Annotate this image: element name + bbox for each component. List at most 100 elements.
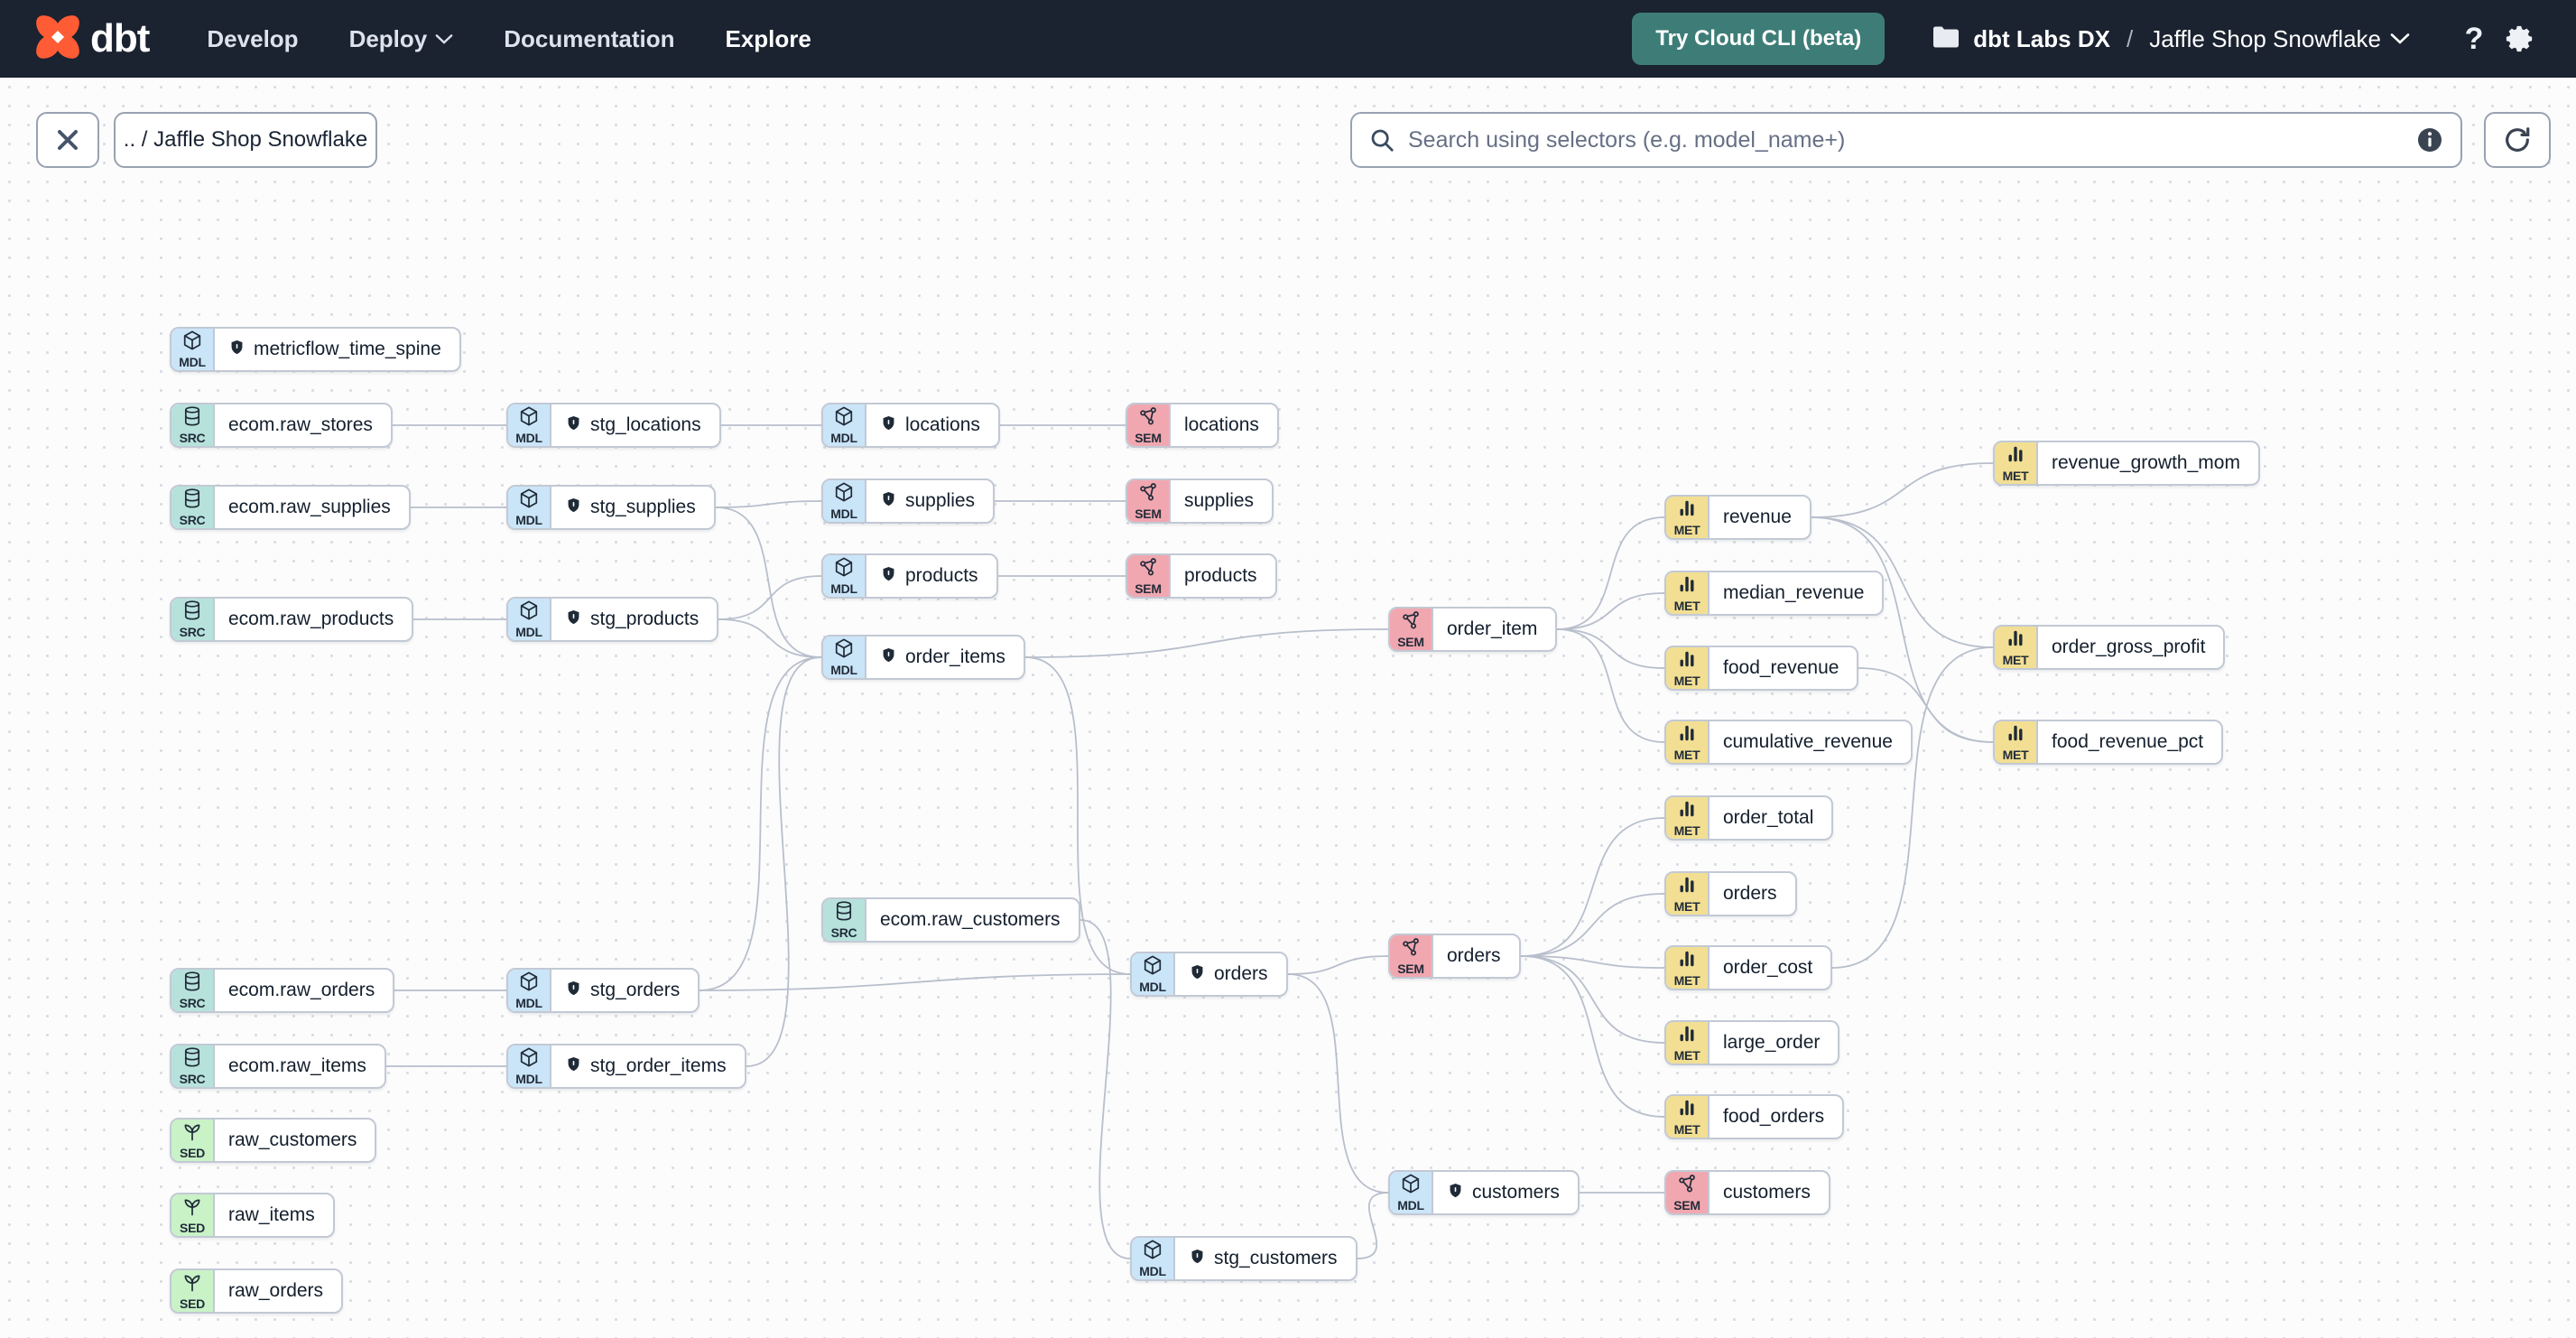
cube-icon xyxy=(518,971,540,997)
node-type-label: MDL xyxy=(1397,1198,1424,1213)
cube-icon xyxy=(518,488,540,514)
node-label: ecom.raw_stores xyxy=(228,414,373,435)
dbt-logo[interactable]: dbt xyxy=(34,14,150,65)
metric-icon xyxy=(1676,497,1698,524)
node-body: raw_orders xyxy=(215,1270,341,1312)
database-badge: SRC xyxy=(823,899,866,941)
node-type-label: SRC xyxy=(179,996,206,1010)
refresh-button[interactable] xyxy=(2484,112,2551,168)
search-input[interactable] xyxy=(1408,126,2403,153)
nav-item-explore[interactable]: Explore xyxy=(725,24,811,52)
help-button[interactable]: ? xyxy=(2451,16,2497,61)
database-icon xyxy=(181,599,203,626)
dbt-wordmark: dbt xyxy=(90,16,150,60)
semantic-icon xyxy=(1137,405,1159,432)
graph-node-supplies_sem[interactable]: SEM supplies xyxy=(1126,479,1274,524)
node-type-label: MDL xyxy=(515,1072,542,1086)
node-type-label: SEM xyxy=(1397,962,1424,976)
cube-badge: MDL xyxy=(508,1045,551,1087)
database-icon xyxy=(181,488,203,514)
metric-badge: MET xyxy=(1666,572,1710,614)
node-body: supplies xyxy=(1171,480,1272,522)
cube-icon xyxy=(833,637,855,664)
close-lineage-button[interactable] xyxy=(36,112,99,168)
edge-orders_sem-to-orders_met xyxy=(1520,893,1665,957)
graph-node-median_revenue[interactable]: MET median_revenue xyxy=(1664,571,1885,616)
node-label: customers xyxy=(1472,1182,1560,1203)
info-icon[interactable] xyxy=(2415,125,2444,154)
nav-item-documentation[interactable]: Documentation xyxy=(504,24,675,52)
node-label: stg_customers xyxy=(1214,1248,1338,1268)
settings-button[interactable] xyxy=(2497,16,2542,61)
node-type-label: MET xyxy=(2002,653,2029,667)
node-type-label: SRC xyxy=(179,431,206,445)
seed-badge: SED xyxy=(171,1120,215,1161)
node-label: median_revenue xyxy=(1723,582,1865,603)
semantic-icon xyxy=(1676,1173,1698,1199)
project-switcher[interactable]: dbt Labs DX / Jaffle Shop Snowflake xyxy=(1932,24,2410,54)
node-label: stg_locations xyxy=(590,414,701,435)
edge-order_items-to-order_item_sem xyxy=(1024,628,1389,658)
node-type-label: MDL xyxy=(830,581,857,596)
node-type-label: SEM xyxy=(1135,506,1162,521)
nav-item-develop[interactable]: Develop xyxy=(207,24,299,52)
node-body: large_order xyxy=(1710,1022,1838,1064)
metric-icon xyxy=(1676,1097,1698,1123)
node-body: orders xyxy=(1175,953,1286,995)
lineage-breadcrumb[interactable]: .. / Jaffle Shop Snowflake xyxy=(114,112,377,168)
node-label: ecom.raw_supplies xyxy=(228,497,391,517)
graph-node-customers_mdl[interactable]: MDL customers xyxy=(1388,1170,1580,1215)
shield-icon xyxy=(228,339,246,360)
edge-stg_orders-to-order_items xyxy=(699,656,822,991)
node-label: stg_orders xyxy=(590,980,681,1000)
shield-icon xyxy=(565,497,582,518)
try-cloud-cli-button[interactable]: Try Cloud CLI (beta) xyxy=(1632,13,1886,65)
edge-orders_sem-to-food_orders xyxy=(1520,955,1665,1118)
edge-order_item_sem-to-food_revenue xyxy=(1556,628,1665,669)
nav-item-deploy[interactable]: Deploy xyxy=(349,25,454,53)
node-type-label: SRC xyxy=(179,625,206,639)
edge-stg_customers-to-customers_mdl xyxy=(1357,1192,1389,1259)
edge-revenue-to-revenue_growth_mom xyxy=(1811,462,1994,518)
node-body: ecom.raw_supplies xyxy=(215,487,409,528)
node-label: customers xyxy=(1723,1182,1811,1203)
lineage-canvas[interactable] xyxy=(0,78,2576,1338)
graph-node-raw_stores[interactable]: SRC ecom.raw_stores xyxy=(170,403,393,448)
